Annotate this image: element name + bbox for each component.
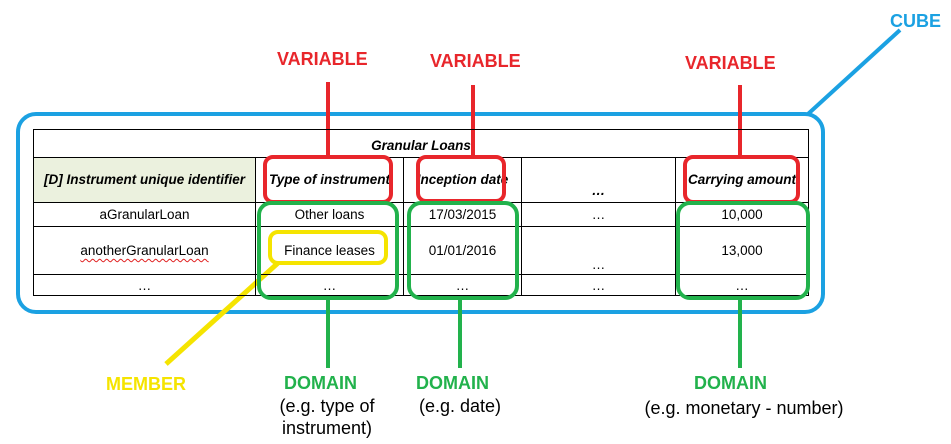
domain-label-date: DOMAIN <box>416 373 489 393</box>
header-ellipsis: … <box>521 157 676 203</box>
header-carrying-amount: Carrying amount <box>674 157 810 203</box>
cell-ellipsis: … <box>521 226 676 275</box>
spellcheck-underlined-text: anotherGranularLoan <box>80 243 209 258</box>
cell-type: Finance leases <box>255 226 404 275</box>
table-row: aGranularLoan Other loans 17/03/2015 … 1… <box>33 202 810 227</box>
cell-carrying-amount: … <box>674 274 810 296</box>
table-row: … … … … … <box>33 274 810 296</box>
cell-ellipsis: … <box>521 274 676 296</box>
table-title: Granular Loans <box>32 129 810 158</box>
cell-carrying-amount: 13,000 <box>674 226 810 275</box>
table-row: anotherGranularLoan Finance leases 01/01… <box>33 226 810 275</box>
variable-label-inception: VARIABLE <box>430 51 521 71</box>
cell-inception-date: 17/03/2015 <box>403 202 522 227</box>
header-type-of-instrument: Type of instrument <box>255 157 404 203</box>
cube-outline <box>16 112 825 314</box>
cell-inception-date: 01/01/2016 <box>403 226 522 275</box>
granular-loans-table: Granular Loans [D] Instrument unique ide… <box>32 129 810 296</box>
domain-note-amount: (e.g. monetary - number) <box>644 398 844 418</box>
cell-identifier: anotherGranularLoan <box>33 226 256 275</box>
cell-ellipsis: … <box>521 202 676 227</box>
domain-label-amount: DOMAIN <box>694 373 767 393</box>
domain-label-type: DOMAIN <box>284 373 357 393</box>
domain-note-type: (e.g. type of instrument) <box>279 396 375 438</box>
cell-type: Other loans <box>255 202 404 227</box>
member-label: MEMBER <box>106 374 186 394</box>
cell-identifier: aGranularLoan <box>33 202 256 227</box>
cell-identifier: … <box>33 274 256 296</box>
header-instrument-identifier: [D] Instrument unique identifier <box>33 157 256 203</box>
cube-label: CUBE <box>890 11 942 31</box>
variable-label-carrying: VARIABLE <box>685 53 776 73</box>
cell-type: … <box>255 274 404 296</box>
cube-pointer-line <box>806 28 902 116</box>
table-header-row: [D] Instrument unique identifier Type of… <box>33 157 810 203</box>
cell-carrying-amount: 10,000 <box>674 202 810 227</box>
cell-inception-date: … <box>403 274 522 296</box>
domain-note-date: (e.g. date) <box>418 396 502 416</box>
header-inception-date: Inception date <box>403 157 522 203</box>
variable-label-type: VARIABLE <box>277 49 368 69</box>
